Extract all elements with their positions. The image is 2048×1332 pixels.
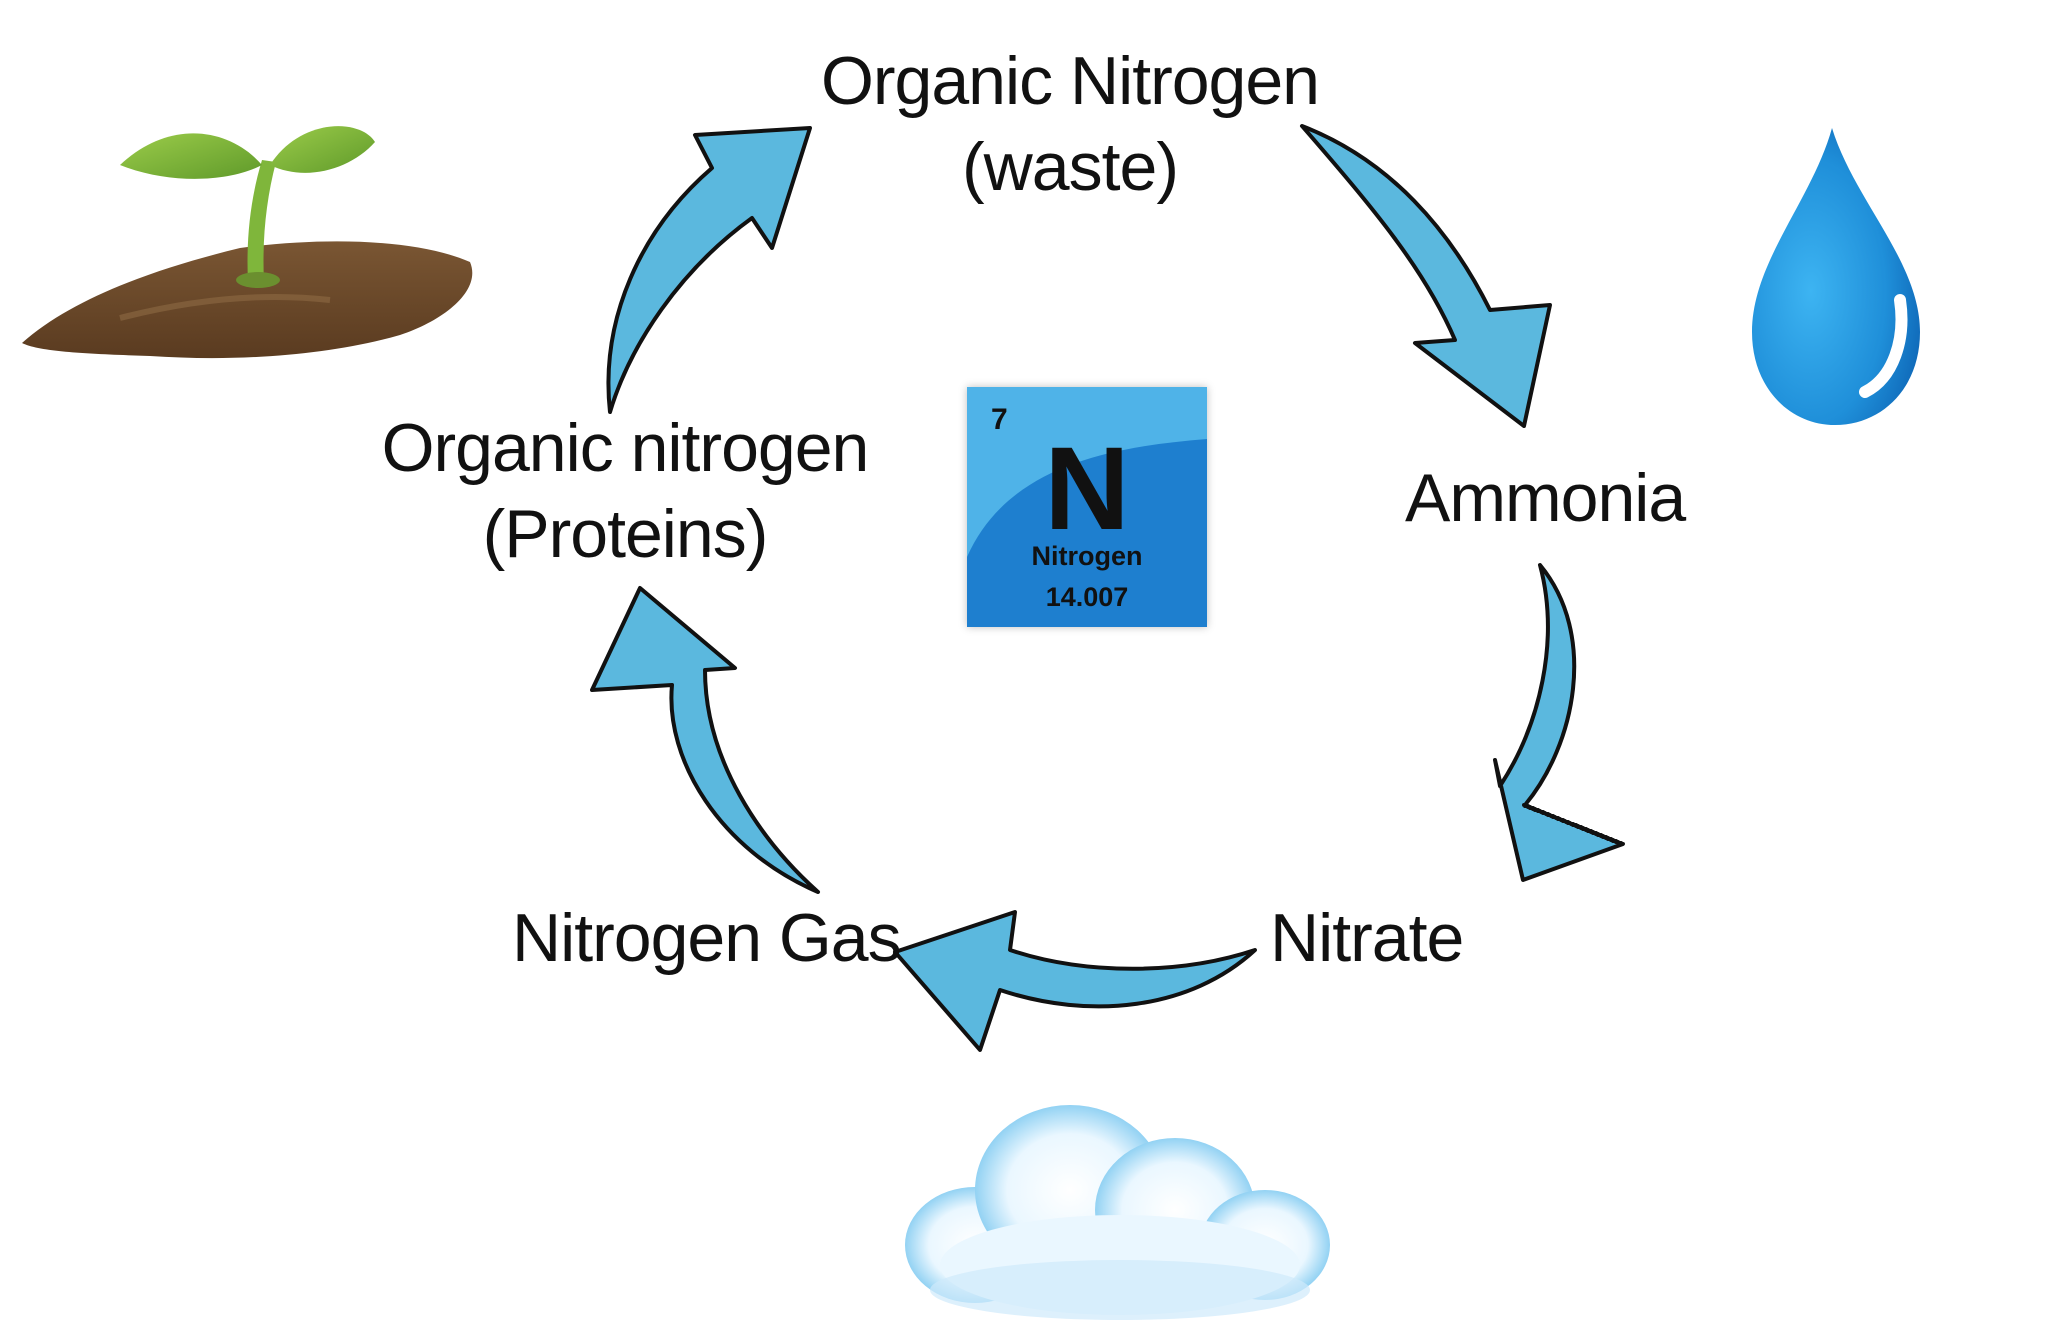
label-organic-nitrogen-waste-line2: (waste)	[962, 129, 1179, 205]
cycle-arrows	[590, 124, 1625, 1052]
label-organic-nitrogen-waste-line1: Organic Nitrogen	[820, 43, 1320, 119]
element-tile-background	[967, 387, 1207, 627]
seedling-base	[236, 272, 280, 288]
label-nitrate: Nitrate	[1270, 900, 1464, 976]
water-drop-picture	[1752, 128, 1920, 425]
element-atomic-mass: 14.007	[1045, 582, 1129, 612]
label-organic-nitrogen-proteins-line2: (Proteins)	[482, 496, 769, 572]
seedling-right-leaf	[270, 126, 375, 173]
label-ammonia: Ammonia	[1405, 460, 1686, 536]
seedling-in-soil-picture	[22, 126, 473, 359]
label-nitrogen-gas: Nitrogen Gas	[512, 900, 902, 976]
label-organic-nitrogen-waste: Organic Nitrogen (waste)	[790, 38, 1350, 210]
label-organic-nitrogen-proteins: Organic nitrogen (Proteins)	[360, 405, 890, 577]
water-drop-highlight	[1859, 294, 1908, 398]
soil-shine	[119, 293, 331, 321]
arrow-nitrogen-gas-to-proteins	[590, 586, 820, 894]
arrow-proteins-to-waste	[606, 126, 812, 414]
seedling-left-leaf	[120, 133, 262, 179]
arrow-ammonia-to-nitrate	[1493, 563, 1625, 882]
cloud-picture	[905, 1105, 1330, 1320]
element-name: Nitrogen	[1031, 541, 1143, 571]
water-drop-shape	[1752, 128, 1920, 425]
element-symbol: N	[1044, 423, 1130, 555]
arrow-nitrate-to-nitrogen-gas	[893, 910, 1257, 1052]
label-organic-nitrogen-proteins-line1: Organic nitrogen	[381, 410, 870, 486]
element-atomic-number: 7	[991, 403, 1008, 436]
arrow-waste-to-ammonia	[1300, 124, 1552, 428]
seedling-stem	[247, 160, 276, 282]
nitrogen-element-tile: 7 N Nitrogen 14.007	[967, 387, 1207, 627]
